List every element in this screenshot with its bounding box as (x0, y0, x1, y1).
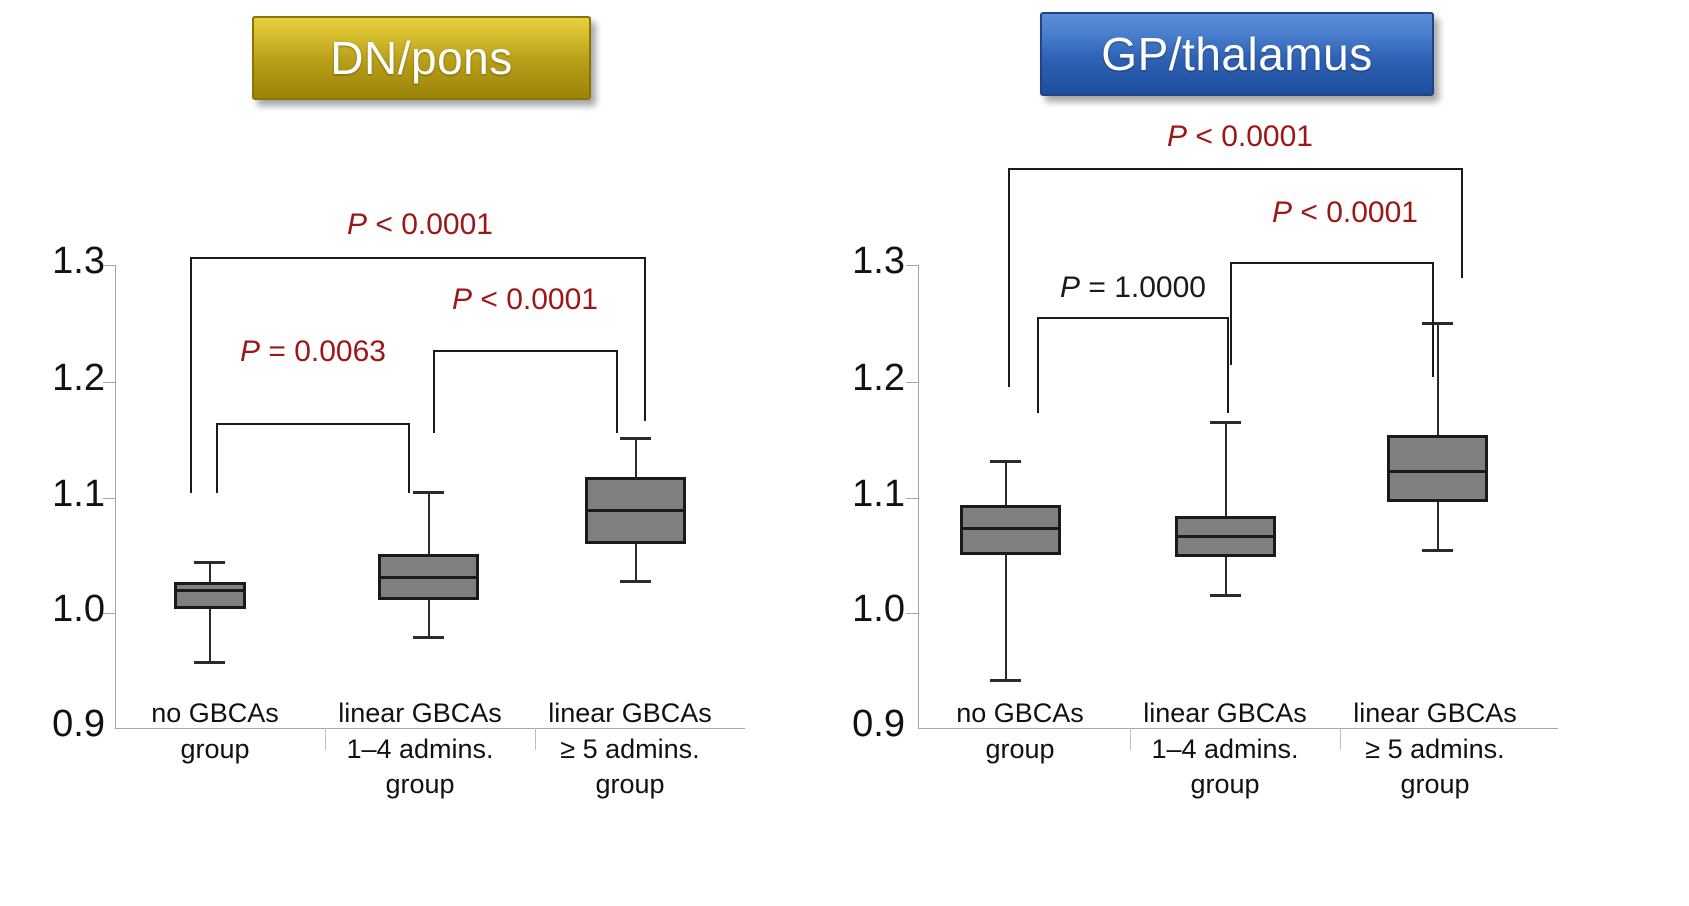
x-category-label-2: linear GBCAs 1–4 admins. group (1120, 696, 1330, 803)
whisker-cap-high (1210, 421, 1241, 424)
p-symbol: P (452, 283, 473, 316)
x-category-line3: group (385, 769, 455, 800)
whisker-line (1005, 460, 1007, 682)
x-category-label-2: linear GBCAs 1–4 admins. group (315, 696, 525, 803)
panel-title-text: DN/pons (330, 32, 513, 84)
x-category-line2: ≥ 5 admins. (1365, 733, 1505, 764)
y-axis-tick (906, 382, 918, 383)
p-value-label-1-2: P = 1.0000 (963, 271, 1303, 305)
p-value-text: < 0.0001 (472, 283, 598, 316)
median-line (1175, 535, 1276, 538)
x-category-line3: group (1400, 769, 1470, 800)
x-axis-line (918, 728, 1558, 729)
x-category-line3: group (595, 769, 665, 800)
p-symbol: P (1167, 120, 1188, 153)
whisker-line (209, 561, 211, 664)
x-category-line1: no GBCAs (956, 698, 1084, 728)
p-value-text: < 0.0001 (367, 208, 493, 241)
x-axis-separator (1130, 728, 1131, 750)
x-category-line1: no GBCAs (151, 698, 279, 728)
box-iqr (174, 582, 246, 609)
x-category-line2: 1–4 admins. (1151, 733, 1299, 764)
x-category-line1: linear GBCAs (1143, 698, 1307, 728)
y-tick-label: 1.0 (852, 588, 905, 630)
y-axis-line (918, 265, 919, 729)
x-axis-separator (1340, 728, 1341, 750)
y-tick-label: 1.3 (52, 240, 105, 282)
whisker-cap-high (413, 491, 444, 494)
x-axis-separator (325, 728, 326, 750)
y-tick-label: 1.1 (852, 473, 905, 515)
median-line (585, 509, 686, 512)
x-category-line1: linear GBCAs (1353, 698, 1517, 728)
x-axis-line (115, 728, 745, 729)
median-line (378, 576, 479, 579)
x-category-line2: ≥ 5 admins. (560, 733, 700, 764)
whisker-cap-high (620, 437, 651, 440)
y-tick-label: 1.3 (852, 240, 905, 282)
x-category-line1: linear GBCAs (338, 698, 502, 728)
p-value-label-2-3: P < 0.0001 (355, 283, 695, 317)
y-tick-label: 0.9 (852, 703, 905, 745)
y-axis-tick (103, 613, 115, 614)
p-symbol: P (1060, 271, 1081, 304)
whisker-cap-low (620, 580, 651, 583)
x-category-line2: group (180, 733, 250, 764)
whisker-cap-low (990, 679, 1021, 682)
x-category-label-3: linear GBCAs ≥ 5 admins. group (1330, 696, 1540, 803)
y-axis-tick (103, 265, 115, 266)
y-axis-tick (103, 382, 115, 383)
whisker-line (1225, 421, 1227, 597)
whisker-cap-low (1210, 594, 1241, 597)
p-symbol: P (347, 208, 368, 241)
y-axis-tick (906, 265, 918, 266)
whisker-cap-low (413, 636, 444, 639)
p-value-label-outer: P < 0.0001 (1070, 120, 1410, 154)
x-axis-separator (535, 728, 536, 750)
p-value-label-2-3: P < 0.0001 (1175, 196, 1515, 230)
p-value-text: = 0.0063 (260, 335, 386, 368)
panel-title-badge-dn-pons: DN/pons (252, 16, 591, 100)
panel-title-text: GP/thalamus (1101, 28, 1373, 80)
x-category-line1: linear GBCAs (548, 698, 712, 728)
y-axis-tick (906, 498, 918, 499)
whisker-cap-high (194, 561, 225, 564)
p-value-text: = 1.0000 (1080, 271, 1206, 304)
x-category-line2: group (985, 733, 1055, 764)
whisker-cap-high (1422, 322, 1453, 325)
panel-gp-thalamus: GP/thalamus 1.3 1.2 1.1 1.0 0.9 (800, 0, 1689, 906)
y-tick-label: 1.1 (52, 473, 105, 515)
box-iqr (1387, 435, 1488, 502)
median-line (1387, 470, 1488, 473)
x-category-label-3: linear GBCAs ≥ 5 admins. group (525, 696, 735, 803)
y-tick-label: 1.2 (852, 357, 905, 399)
x-category-line2: 1–4 admins. (346, 733, 494, 764)
p-symbol: P (1272, 196, 1293, 229)
x-category-label-1: no GBCAs group (915, 696, 1125, 767)
p-value-text: < 0.0001 (1292, 196, 1418, 229)
x-category-line3: group (1190, 769, 1260, 800)
p-value-text: < 0.0001 (1187, 120, 1313, 153)
median-line (960, 527, 1061, 530)
y-axis-line (115, 265, 116, 729)
y-tick-label: 0.9 (52, 703, 105, 745)
whisker-cap-high (990, 460, 1021, 463)
y-axis-tick (906, 613, 918, 614)
median-line (174, 589, 246, 592)
box-iqr (960, 505, 1061, 555)
p-value-label-outer: P < 0.0001 (250, 208, 590, 242)
y-axis-tick (103, 498, 115, 499)
y-tick-label: 1.2 (52, 357, 105, 399)
y-tick-label: 1.0 (52, 588, 105, 630)
whisker-cap-low (194, 661, 225, 664)
p-value-label-1-2: P = 0.0063 (143, 335, 483, 369)
x-category-label-1: no GBCAs group (110, 696, 320, 767)
panel-title-badge-gp-thalamus: GP/thalamus (1040, 12, 1434, 96)
panel-dn-pons: DN/pons 1.3 1.2 1.1 1.0 0.9 (0, 0, 800, 906)
whisker-cap-low (1422, 549, 1453, 552)
p-symbol: P (240, 335, 261, 368)
